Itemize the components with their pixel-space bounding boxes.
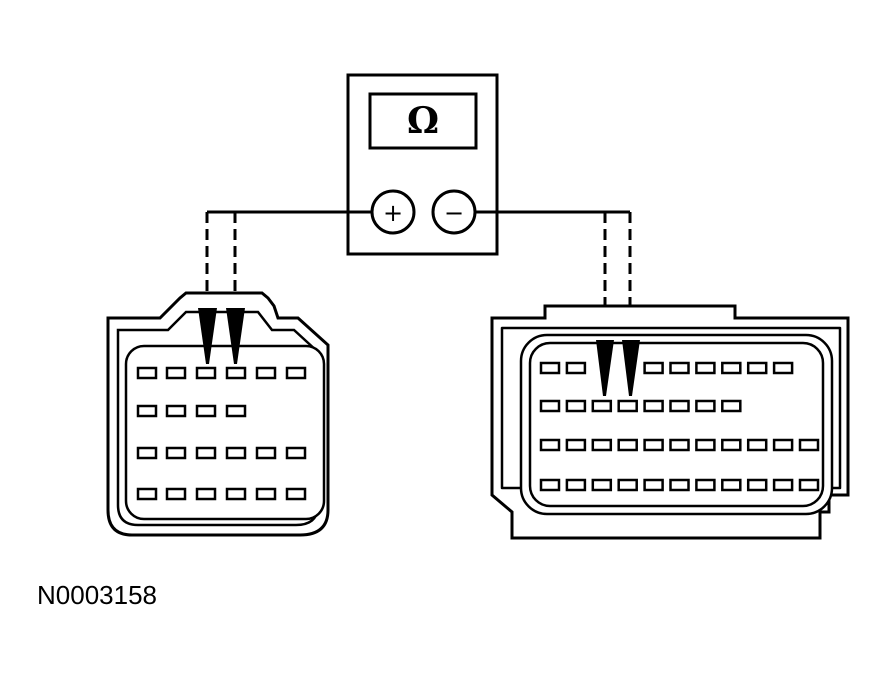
pin-cavity [165,404,187,418]
pin-cavity [746,438,768,452]
pin-cavity [617,399,638,413]
pin-cavity [539,478,561,492]
probe-tip-right-1 [596,340,614,396]
pin-cavity [255,487,277,501]
pin-cavity [225,487,247,501]
pin-cavity [669,361,690,375]
pin-cavity [772,361,794,375]
pin-cavity [225,404,247,418]
pin-cavity [225,446,247,460]
ohm-symbol: Ω [407,100,439,142]
negative-terminal-label: − [444,199,464,227]
pin-cavity [195,366,217,380]
pin-cavity [669,399,690,413]
pin-cavity [165,446,187,460]
left-connector [106,291,330,537]
right-connector-pins [539,361,820,492]
pin-cavity [565,399,587,413]
multimeter-display [368,92,478,150]
pin-cavity [695,438,716,452]
pin-cavity [721,399,742,413]
pin-cavity [695,478,716,492]
pin-cavity [798,438,820,452]
pin-cavity [721,438,742,452]
pin-cavity [225,366,247,380]
probe-tip-left-1 [198,308,217,364]
pin-cavity [165,487,187,501]
multimeter: Ω + − [346,73,499,256]
pin-cavity [539,399,561,413]
pin-cavity [798,478,820,492]
pin-cavity [617,438,638,452]
positive-terminal-label: + [383,199,403,227]
pin-cavity [591,478,613,492]
figure-id: N0003158 [37,580,157,610]
pin-cavity [695,361,716,375]
pin-cavity [565,478,587,492]
pin-cavity [136,366,158,380]
pin-cavity [285,446,307,460]
pin-cavity [136,446,158,460]
pin-cavity [746,478,768,492]
pin-cavity [565,361,587,375]
pin-cavity [746,361,768,375]
pin-cavity [165,366,187,380]
pin-cavity [255,446,277,460]
right-connector-inner-shell [500,326,842,490]
pin-cavity [539,361,561,375]
pin-cavity [643,478,664,492]
pin-cavity [285,487,307,501]
pin-cavity [285,366,307,380]
pin-cavity [591,399,613,413]
right-connector-face [519,333,834,516]
right-connector [490,304,850,540]
left-connector-inner-shell [116,310,320,527]
pin-cavity [643,399,664,413]
pin-cavity [617,478,638,492]
pin-cavity [565,438,587,452]
pin-cavity [255,366,277,380]
pin-cavity [136,487,158,501]
pin-cavity [772,438,794,452]
probe-tip-right-2 [622,340,640,396]
pin-cavity [539,438,561,452]
pin-cavity [669,478,690,492]
left-connector-face [124,344,326,521]
pin-cavity [669,438,690,452]
pin-cavity [721,361,742,375]
pin-cavity [136,404,158,418]
pin-cavity [643,361,664,375]
pin-cavity [591,438,613,452]
right-connector-face-inner [528,341,825,508]
pin-cavity [643,438,664,452]
probe-tip-left-2 [226,308,245,364]
pin-cavity [772,478,794,492]
pin-cavity [195,446,217,460]
pin-cavity [721,478,742,492]
pin-cavity [195,404,217,418]
left-connector-pins [136,366,307,501]
pin-cavity [195,487,217,501]
pin-cavity [695,399,716,413]
probe-tips [198,308,640,396]
